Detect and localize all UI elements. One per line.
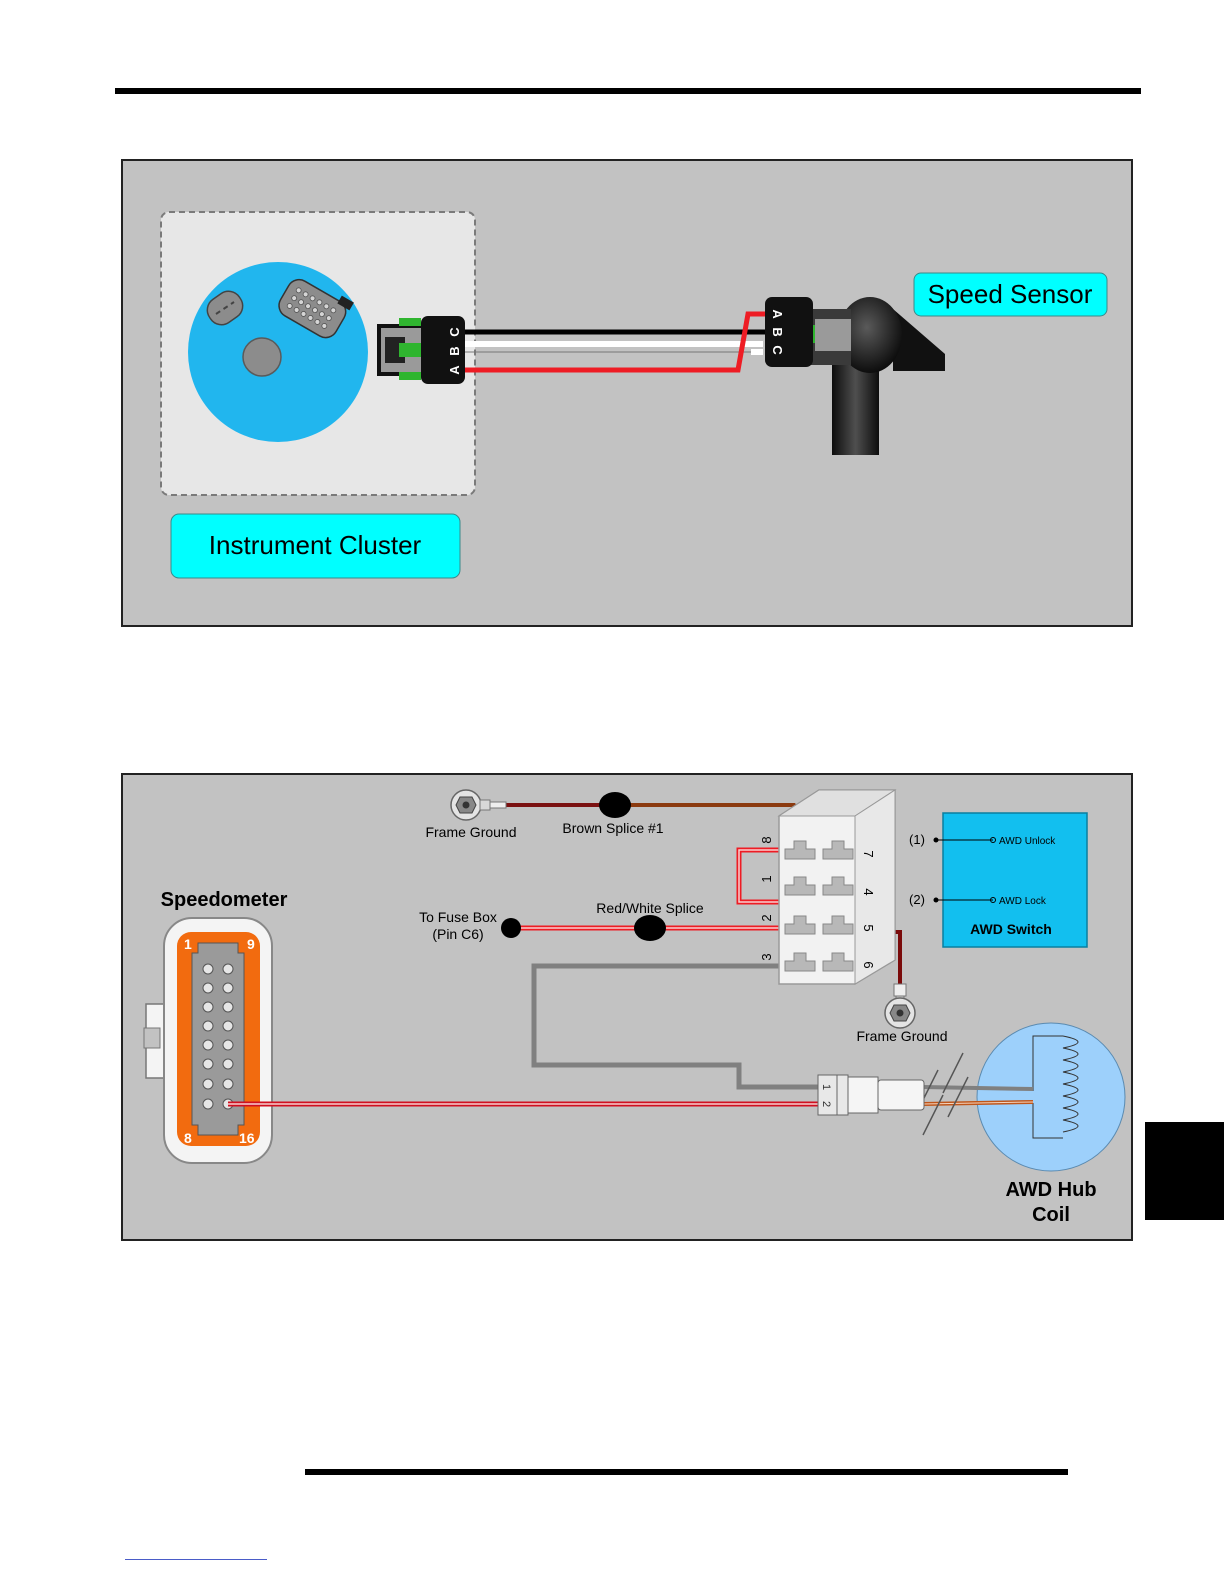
awd-switch-pos2: (2) bbox=[909, 892, 925, 907]
awd-hub-coil bbox=[977, 1023, 1125, 1171]
sensor-pin-c: C bbox=[770, 345, 785, 355]
gauge-center-hub bbox=[243, 338, 281, 376]
speed-sensor-label: Speed Sensor bbox=[928, 279, 1093, 309]
switch-pin-1: 1 bbox=[759, 875, 774, 882]
switch-pin-7: 7 bbox=[861, 850, 876, 857]
red-white-splice-dot bbox=[634, 915, 666, 941]
speedo-pin-16: 16 bbox=[239, 1130, 255, 1146]
footer-link-underline[interactable] bbox=[125, 1559, 267, 1560]
speed-sensor-body bbox=[765, 297, 945, 455]
speedo-pin-8: 8 bbox=[184, 1130, 192, 1146]
awd-switch-title: AWD Switch bbox=[970, 921, 1052, 937]
cluster-pin-b: B bbox=[447, 346, 462, 355]
cluster-pin-a: A bbox=[447, 365, 462, 375]
awd-wiring-diagram: 1 9 8 16 Speedometer F bbox=[121, 773, 1133, 1241]
switch-pin-5: 5 bbox=[861, 924, 876, 931]
sensor-pin-b: B bbox=[770, 327, 785, 336]
frame-ground-top-icon bbox=[451, 790, 506, 820]
speedometer-connector bbox=[144, 918, 272, 1163]
instrument-cluster-label: Instrument Cluster bbox=[209, 530, 422, 560]
switch-pin-2: 2 bbox=[759, 914, 774, 921]
footer-rule bbox=[305, 1469, 1068, 1475]
frame-ground-right-label: Frame Ground bbox=[856, 1028, 947, 1044]
brown-splice-label: Brown Splice #1 bbox=[562, 820, 663, 836]
frame-ground-right-icon bbox=[885, 984, 915, 1028]
section-tab bbox=[1145, 1122, 1224, 1220]
awd-switch-pos1: (1) bbox=[909, 832, 925, 847]
red-white-splice-label: Red/White Splice bbox=[596, 900, 704, 916]
speedo-pin-9: 9 bbox=[247, 936, 255, 952]
fuse-box-label-line1: To Fuse Box bbox=[419, 909, 497, 925]
header-rule bbox=[115, 88, 1141, 94]
awd-switch-connector bbox=[779, 790, 895, 984]
awd-hub-coil-label-line1: AWD Hub bbox=[1005, 1179, 1096, 1201]
fuse-box-label-line2: (Pin C6) bbox=[432, 926, 483, 942]
switch-pin-8: 8 bbox=[759, 836, 774, 843]
coil-inline-connector bbox=[818, 1075, 924, 1115]
switch-pin-4: 4 bbox=[861, 888, 876, 895]
frame-ground-top-label: Frame Ground bbox=[425, 824, 516, 840]
awd-unlock-label: AWD Unlock bbox=[999, 836, 1056, 847]
fuse-box-terminal bbox=[501, 918, 521, 938]
wire-break-icon bbox=[918, 1053, 968, 1135]
speed-sensor-svg: A B C A B C Speed Sensor Instrument Clus… bbox=[123, 161, 1131, 625]
awd-hub-coil-label-line2: Coil bbox=[1032, 1204, 1070, 1226]
speedometer-label: Speedometer bbox=[161, 889, 288, 911]
awd-wiring-svg: 1 9 8 16 Speedometer F bbox=[123, 775, 1131, 1239]
cluster-pin-c: C bbox=[447, 327, 462, 337]
awd-lock-label: AWD Lock bbox=[999, 896, 1047, 907]
gray-coil-wire bbox=[534, 966, 818, 1087]
speed-sensor-diagram: A B C A B C Speed Sensor Instrument Clus… bbox=[121, 159, 1133, 627]
coil-pin-1: 1 bbox=[820, 1084, 832, 1090]
switch-pin-6: 6 bbox=[861, 961, 876, 968]
sensor-pin-a: A bbox=[770, 309, 785, 319]
coil-pin-2: 2 bbox=[820, 1101, 832, 1107]
brown-splice-dot bbox=[599, 792, 631, 818]
switch-pin-3: 3 bbox=[759, 953, 774, 960]
speedo-pin-1: 1 bbox=[184, 936, 192, 952]
